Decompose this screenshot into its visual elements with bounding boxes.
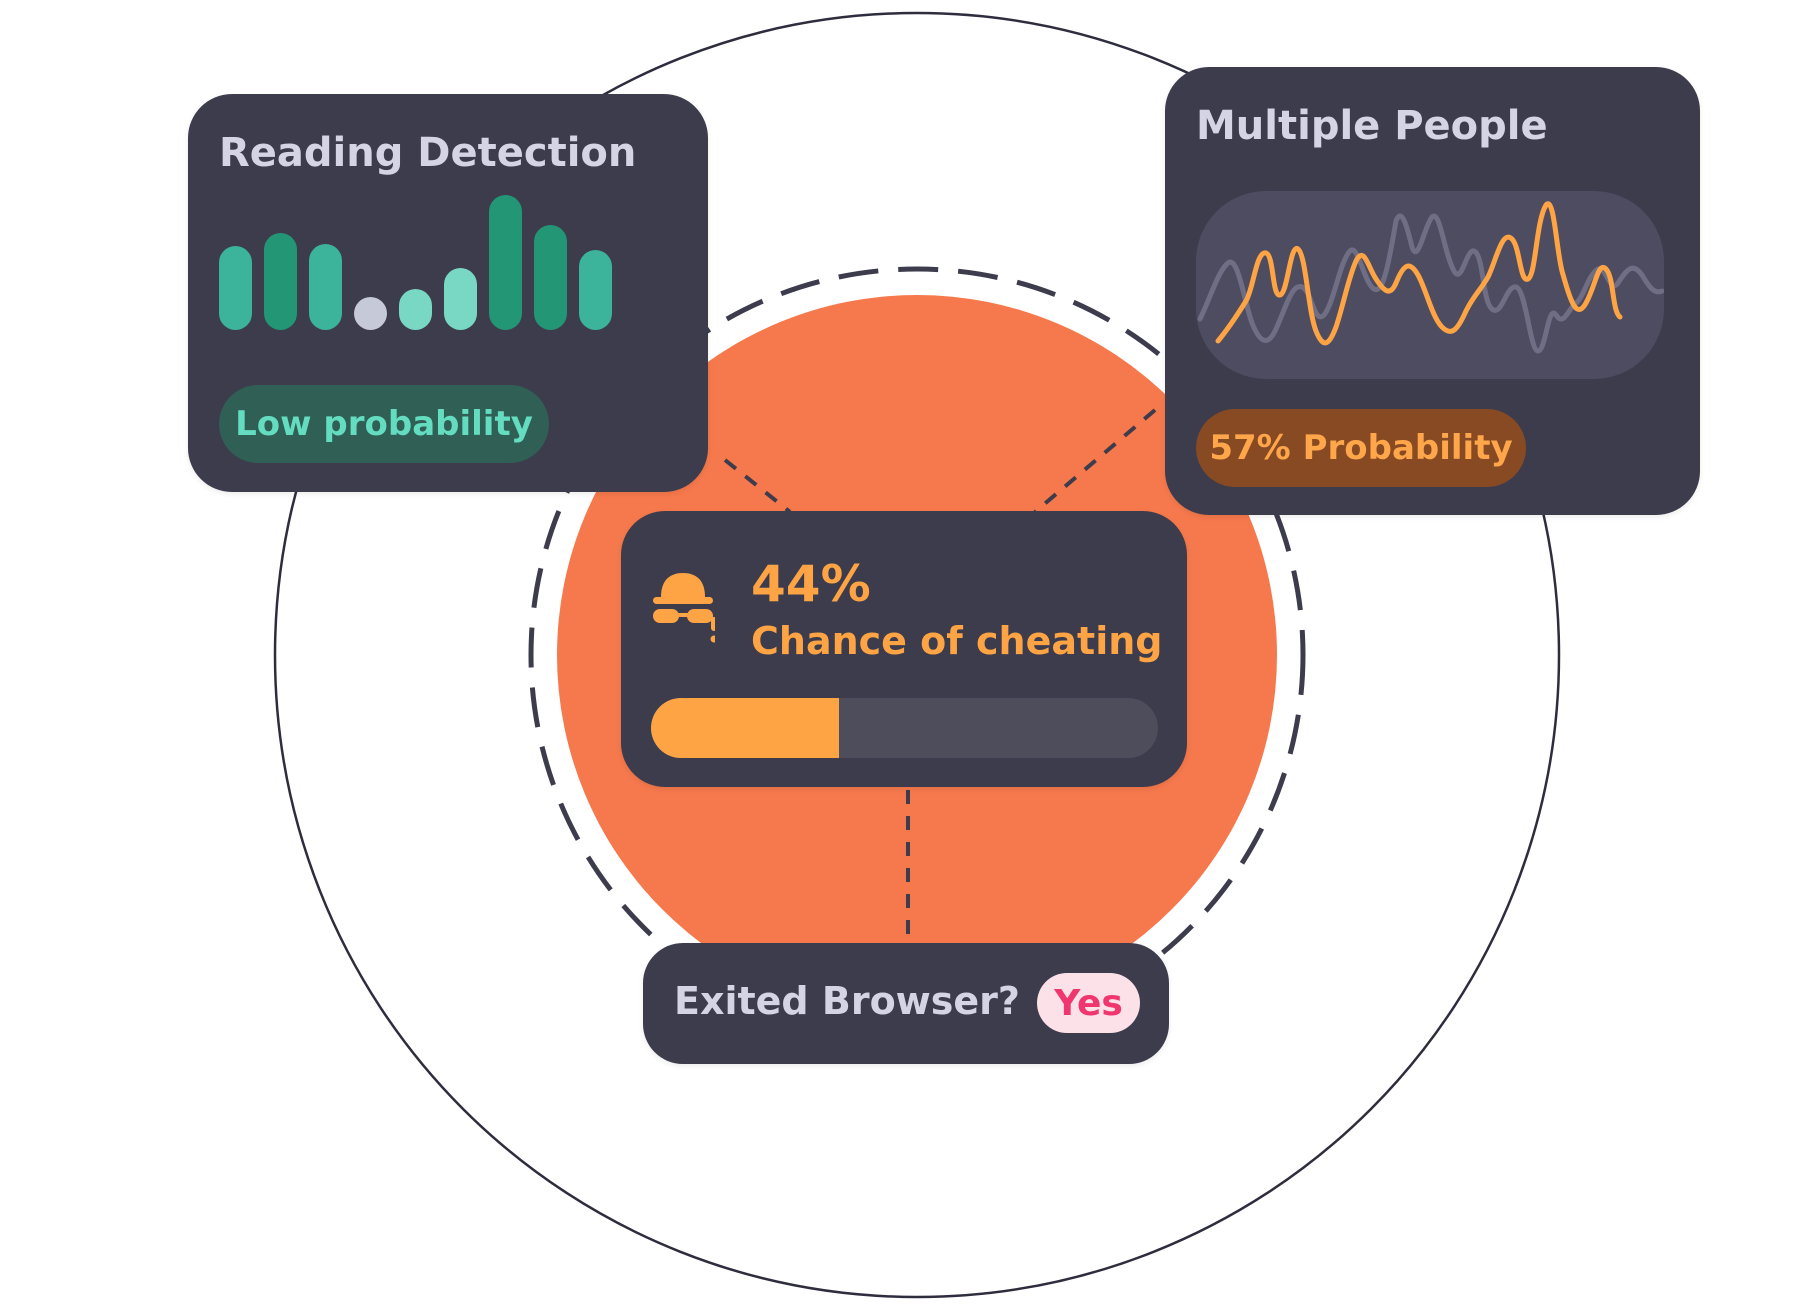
- cheating-label: Chance of cheating: [751, 619, 1163, 663]
- waveform-gray: [1197, 213, 1664, 354]
- multiple-people-card: Multiple People 57% Probability: [1165, 67, 1700, 515]
- reading-bar: [309, 244, 342, 330]
- waveform-orange: [1215, 201, 1623, 346]
- cheating-progress-bar: [651, 698, 1158, 758]
- reading-bar: [579, 250, 612, 330]
- waveform-graphic: [1197, 201, 1664, 354]
- multiple-people-title: Multiple People: [1196, 103, 1548, 149]
- waveform-panel: [1196, 191, 1664, 379]
- exited-browser-card: Exited Browser? Yes: [643, 943, 1169, 1064]
- reading-bar: [534, 225, 567, 330]
- connector-left: [723, 458, 792, 514]
- outer-ring: [273, 11, 1561, 1299]
- reading-bar: [489, 195, 522, 330]
- reading-bar: [264, 233, 297, 330]
- reading-bar: [219, 246, 252, 330]
- people-status-badge: 57% Probability: [1196, 409, 1526, 487]
- reading-detection-card: Reading Detection Low probability: [188, 94, 708, 492]
- exited-browser-badge: Yes: [1037, 973, 1140, 1033]
- reading-bars: [219, 195, 639, 330]
- reading-bar: [399, 289, 432, 330]
- exited-browser-label: Exited Browser?: [674, 979, 1020, 1023]
- reading-status-badge: Low probability: [219, 385, 549, 463]
- spy-hat-glasses-icon: [653, 573, 715, 643]
- reading-bar: [444, 268, 477, 330]
- cheating-percent: 44%: [751, 555, 871, 613]
- cheating-progress-fill: [651, 698, 839, 758]
- connector-right: [1033, 408, 1157, 514]
- reading-detection-title: Reading Detection: [219, 130, 637, 176]
- reading-bar: [354, 297, 387, 330]
- cheating-probability-card: 44% Chance of cheating: [621, 511, 1187, 787]
